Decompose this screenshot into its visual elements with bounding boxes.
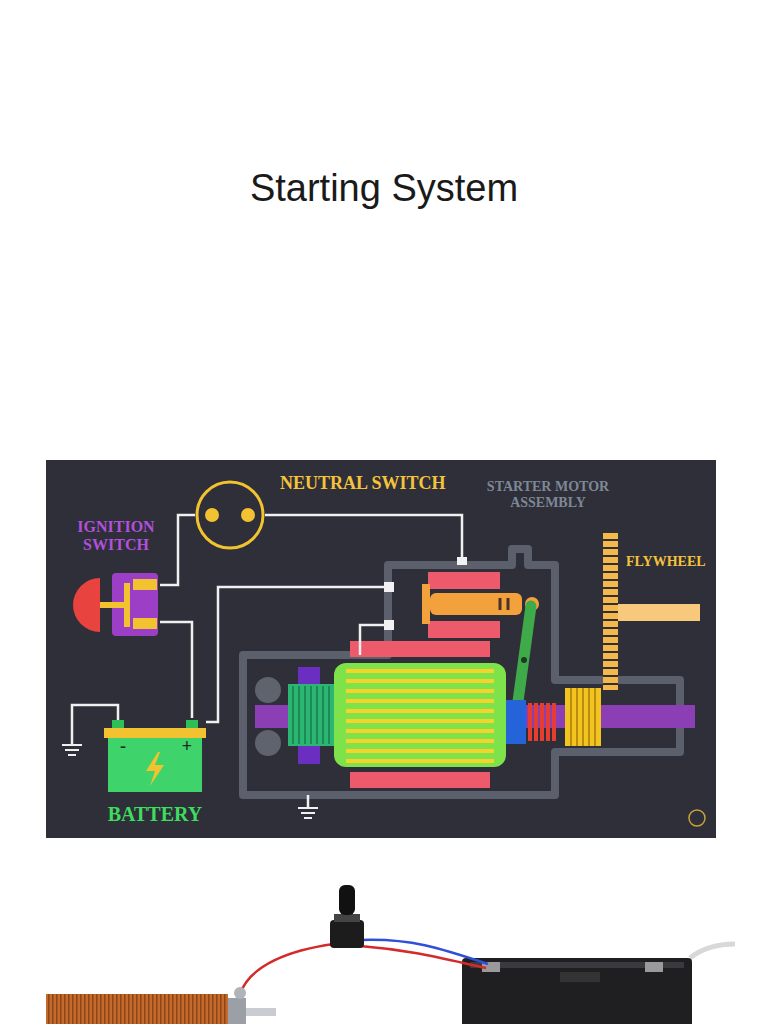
terminal-sign: - [116,736,130,757]
key-switch [330,920,364,948]
brush [298,746,320,764]
switch-contact [205,508,219,522]
switch-contact [241,508,255,522]
battery-terminal [186,720,198,729]
solenoid-coil [428,572,500,589]
switch-circle [197,482,263,548]
logo-mark [689,810,705,826]
red-wire [360,946,486,968]
key [339,885,355,915]
terminal-bolt [234,987,246,999]
armature-windings [346,671,494,761]
component-label: BATTERY [104,803,206,826]
cable [690,944,735,958]
starter-motor-assembly: STARTER MOTOR ASSEMBLY [243,562,680,795]
flywheel-teeth [603,540,618,684]
starter-coil [46,994,228,1024]
switch-contact [133,579,157,590]
bearing [255,730,281,756]
field-pole [350,772,490,788]
pinion-teeth [571,688,595,746]
component-label: NEUTRAL SWITCH [280,473,470,494]
neutral-switch: NEUTRAL SWITCH [195,480,265,550]
plunger-disc [422,584,430,624]
ground-wire [307,795,310,808]
wire-connector [160,622,192,718]
component-label: IGNITION SWITCH [66,518,166,555]
starter-end-cap [228,998,246,1024]
ground-wire [72,705,118,745]
key-switch-ring [334,914,360,922]
terminal-sign: + [180,736,194,757]
crankshaft [618,604,700,621]
component-label: FLYWHEEL [626,554,716,570]
switch-contact [133,618,157,629]
internal-wire [243,587,388,655]
switch-knob [73,578,100,632]
plunger-marks [500,598,508,610]
red-wire [240,944,334,994]
drive-spring [530,703,554,741]
solenoid-plunger [430,593,522,615]
switch-contact-bar [100,583,127,627]
brush [298,667,320,685]
ground-symbol [298,808,318,818]
battery-terminal [112,720,124,729]
overrunning-clutch [506,700,526,744]
lever-pivot [521,657,527,663]
wire-connector [160,515,195,585]
bearing [255,677,281,703]
battery-illustration [462,958,692,1024]
flywheel: FLYWHEEL [600,530,705,692]
pinion-gear [565,688,601,746]
shift-lever [516,606,531,716]
component-label: STARTER MOTOR ASSEMBLY [473,479,623,511]
switch-outline [195,480,265,550]
diagram-panel [46,460,716,838]
battery: BATTERY-+ [104,718,206,793]
armature [334,663,506,767]
solenoid-coil [428,621,500,638]
wire-connector [265,515,462,562]
page-title: Starting System [0,166,768,212]
commutator [288,684,334,746]
wire-connector [206,587,243,722]
ground-symbol [62,745,82,755]
commutator-segments [293,686,329,744]
battery-cap [560,972,600,982]
solenoid-terminal [457,557,467,565]
field-pole [350,641,490,657]
lightning-symbol [146,752,164,786]
battery-post [645,962,663,972]
blue-wire [360,940,488,964]
flywheel-gear [603,533,618,690]
starter-shaft [246,1008,276,1016]
ignition-switch: IGNITION SWITCH [72,573,160,636]
